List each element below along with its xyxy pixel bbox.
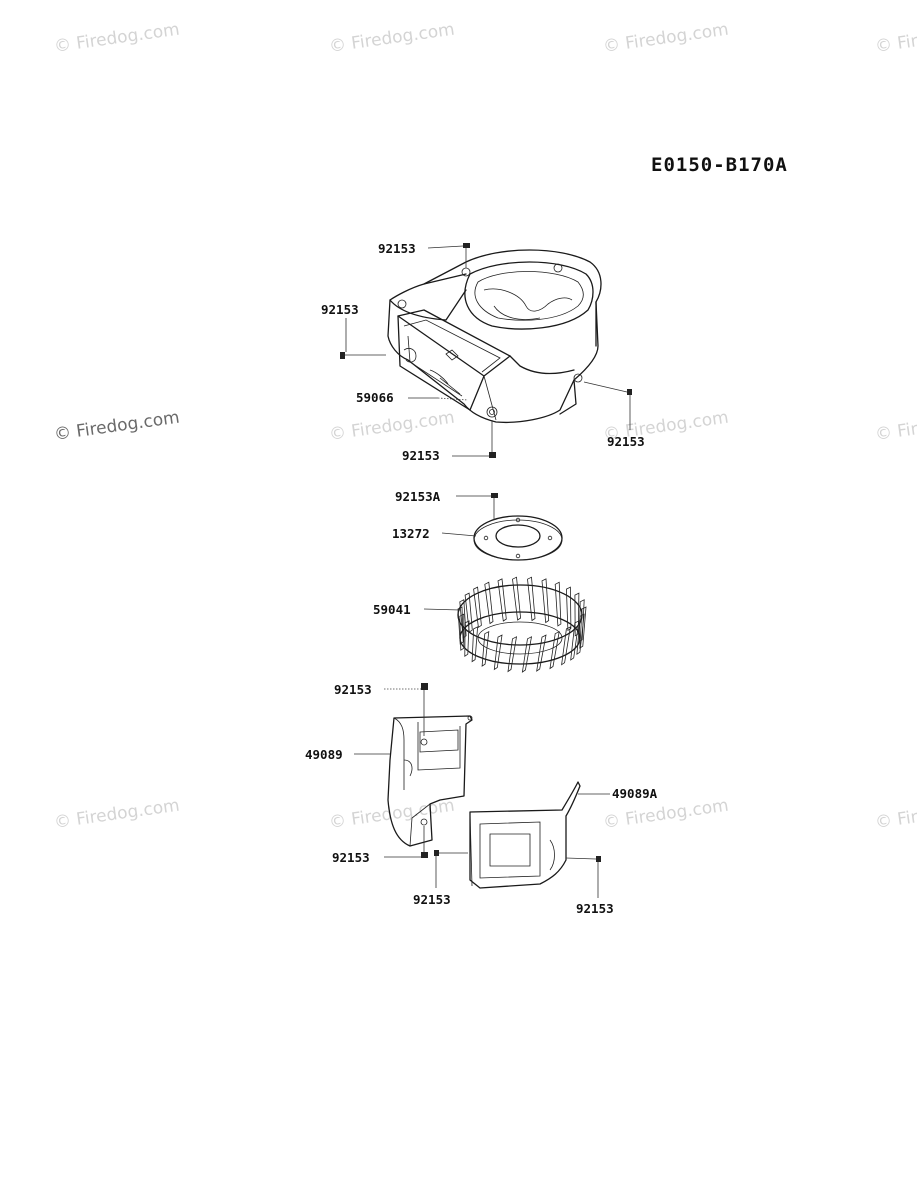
leader-line	[427, 245, 464, 249]
fan-fin	[471, 626, 479, 663]
watermark: © Firedog.com	[874, 20, 917, 57]
bolt-icon	[434, 850, 468, 856]
part-label-92153: 92153	[576, 901, 614, 916]
fan-fin	[521, 636, 533, 673]
fan-fin	[527, 576, 536, 622]
bolt-icon	[565, 856, 601, 862]
watermark: © Firedog.com	[874, 796, 917, 833]
bolt-icon	[421, 683, 428, 736]
fan-fin	[484, 581, 494, 625]
fan-fin	[536, 634, 547, 672]
watermark: © Firedog.com	[328, 20, 456, 57]
bolt-icon	[340, 352, 386, 359]
cover-left-drawing	[387, 715, 473, 847]
cover-right-drawing	[469, 781, 581, 889]
bolt-icon	[489, 420, 496, 458]
leader-line	[441, 532, 477, 537]
part-label-49089A: 49089A	[612, 786, 658, 801]
part-label-92153: 92153	[413, 892, 451, 907]
fan-fin	[541, 578, 550, 624]
bolt-icon	[421, 826, 428, 858]
fan-fin	[554, 581, 562, 627]
fan-drawing	[457, 576, 587, 673]
part-label-92153: 92153	[332, 850, 370, 865]
watermarks: © Firedog.com © Firedog.com © Firedog.co…	[53, 20, 917, 833]
bolt-icon	[583, 381, 632, 395]
part-label-92153: 92153	[402, 448, 440, 463]
part-label-59066: 59066	[356, 390, 394, 405]
fan-fin	[473, 586, 482, 628]
fan-fin	[459, 599, 467, 639]
fan-fin	[481, 631, 490, 667]
watermark: © Firedog.com	[53, 20, 181, 57]
watermark: © Firedog.com	[602, 20, 730, 57]
fan-fin	[512, 576, 522, 621]
fan-fin	[464, 592, 473, 633]
fan-fin	[574, 592, 580, 637]
leader-line	[437, 397, 469, 401]
part-label-92153: 92153	[607, 434, 645, 449]
blower-housing-drawing	[387, 249, 602, 424]
watermark: © Firedog.com	[53, 408, 181, 445]
part-label-13272: 13272	[392, 526, 430, 541]
part-label-92153: 92153	[378, 241, 416, 256]
bolt-icon	[491, 493, 498, 520]
fan-fin	[497, 578, 507, 622]
watermark: © Firedog.com	[602, 796, 730, 833]
reference-code: E0150-B170A	[651, 154, 788, 176]
fan-fin	[493, 634, 503, 671]
fan-fin	[561, 626, 571, 666]
fan-fin	[579, 606, 587, 649]
watermark: © Firedog.com	[328, 408, 456, 445]
fan-fin	[549, 630, 560, 670]
leader-line	[423, 608, 461, 611]
fan-fin	[576, 613, 585, 655]
watermark: © Firedog.com	[53, 796, 181, 833]
part-label-59041: 59041	[373, 602, 411, 617]
part-label-92153A: 92153A	[395, 489, 441, 504]
fan-fin	[578, 599, 585, 643]
bolt-icon	[463, 243, 470, 268]
watermark: © Firedog.com	[874, 408, 917, 445]
plate-drawing	[473, 515, 563, 561]
part-label-92153: 92153	[334, 682, 372, 697]
part-label-49089: 49089	[305, 747, 343, 762]
fan-fin	[507, 636, 518, 673]
part-label-92153: 92153	[321, 302, 359, 317]
fan-fins	[457, 576, 587, 673]
fan-fin	[570, 620, 580, 661]
fan-fin	[565, 586, 572, 632]
